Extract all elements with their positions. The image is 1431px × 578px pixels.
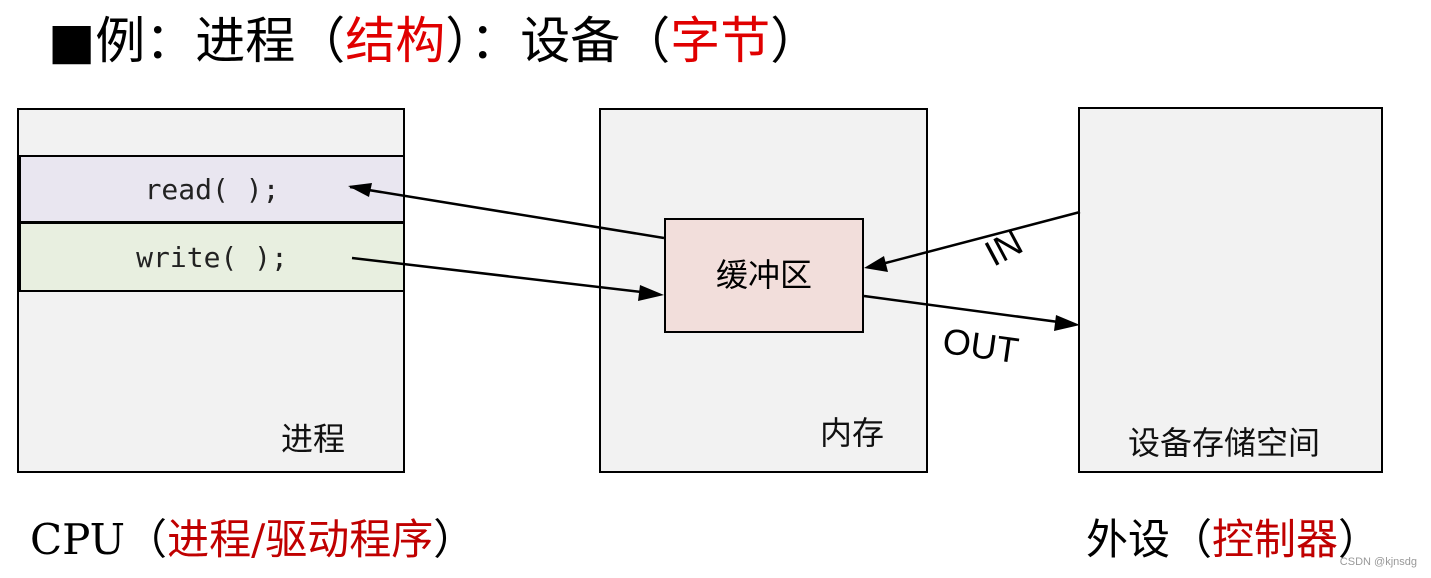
in-arrow (877, 210, 1081, 267)
write-call: write( ); (19, 222, 405, 292)
write-arrowhead (638, 285, 664, 301)
title-suffix: ） (770, 12, 821, 70)
peripheral-caption-suffix: ） (1338, 515, 1381, 564)
watermark: CSDN @kjnsdg (1339, 556, 1417, 568)
read-arrow (349, 185, 665, 240)
read-arrowhead (348, 183, 372, 197)
title-middle: ）：设备（ (445, 12, 671, 70)
cpu-caption: CPU（进程/驱动程序） (30, 506, 475, 567)
peripheral-caption-prefix: 外设（ (1086, 515, 1213, 564)
peripheral-caption-red: 控制器 (1212, 515, 1339, 564)
cpu-caption-suffix: ） (433, 515, 476, 564)
title-struct: 结构 (345, 12, 446, 70)
cpu-caption-red: 进程/驱动程序 (167, 515, 434, 564)
memory-label: 内存 (820, 414, 885, 452)
out-arrowhead (1054, 315, 1080, 331)
process-label: 进程 (281, 420, 346, 458)
out-arrow (863, 294, 1067, 325)
device-storage-label: 设备存储空间 (1128, 424, 1321, 462)
title-prefix: ■例：进程（ (48, 12, 346, 70)
buffer-box: 缓冲区 (664, 218, 864, 333)
write-arrow (351, 256, 651, 295)
in-arrowhead (864, 256, 888, 272)
peripheral-caption: 外设（控制器） (1086, 506, 1380, 567)
device-storage-box (1078, 107, 1383, 473)
page-title: ■例：进程（结构）：设备（字节） (48, 6, 820, 76)
cpu-caption-prefix: CPU（ (30, 515, 168, 564)
title-byte: 字节 (670, 12, 771, 70)
